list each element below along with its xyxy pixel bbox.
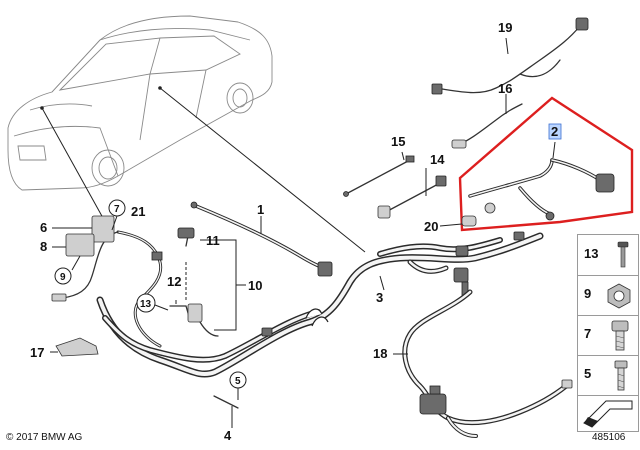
part-21-cable	[51, 230, 163, 348]
fastener-legend: 13 9 7 5	[577, 234, 639, 432]
copyright-text: © 2017 BMW AG	[6, 432, 83, 443]
callout-21[interactable]: 21	[131, 204, 145, 219]
part-1-cable	[190, 201, 333, 277]
legend-row-7[interactable]: 7	[578, 315, 638, 356]
stud-icon	[614, 360, 628, 391]
screw-icon	[611, 320, 629, 351]
callout-20[interactable]: 20	[424, 219, 438, 234]
leader-lines	[50, 37, 556, 428]
callout-3[interactable]: 3	[376, 290, 383, 305]
callout-9-circle	[54, 267, 72, 285]
callout-15[interactable]: 15	[391, 134, 405, 149]
callout-6[interactable]: 6	[40, 220, 47, 235]
callout-16[interactable]: 16	[498, 81, 512, 96]
callout-7-circle	[108, 199, 126, 217]
legend-label-5: 5	[584, 366, 592, 381]
left-bracket-parts	[55, 215, 239, 409]
callout-11[interactable]: 11	[206, 233, 220, 248]
callout-5-circle	[229, 371, 247, 389]
part-2-cable	[461, 158, 615, 227]
callout-1[interactable]: 1	[257, 202, 264, 217]
callout-19[interactable]: 19	[498, 20, 512, 35]
callout-5[interactable]: 5	[235, 376, 241, 387]
callout-14[interactable]: 14	[430, 152, 445, 167]
callout-4[interactable]: 4	[224, 428, 232, 443]
legend-row-9[interactable]: 9	[578, 275, 638, 316]
main-harness	[96, 231, 544, 378]
callout-9[interactable]: 9	[60, 272, 66, 283]
callout-13[interactable]: 13	[140, 299, 152, 310]
callouts: 1 2 3 4 5 6 7 8 9 10 11 12 13 14 15 16 1…	[30, 20, 562, 443]
car-illustration	[7, 15, 273, 191]
bolt-icon	[617, 241, 629, 268]
callout-7[interactable]: 7	[114, 204, 120, 215]
diagram-number: 485106	[592, 432, 626, 443]
callout-12[interactable]: 12	[167, 274, 181, 289]
orientation-arrow-icon	[583, 400, 633, 428]
callout-8[interactable]: 8	[40, 239, 47, 254]
callout-2-highlight	[548, 123, 562, 140]
callout-17[interactable]: 17	[30, 345, 44, 360]
legend-label-7: 7	[584, 326, 592, 341]
callout-2[interactable]: 2	[551, 124, 558, 139]
highlight-frame	[458, 96, 634, 232]
callout-10[interactable]: 10	[248, 278, 262, 293]
legend-row-13[interactable]: 13	[578, 235, 638, 276]
car-leaders	[40, 86, 366, 253]
nut-icon	[607, 283, 631, 309]
legend-label-13: 13	[584, 246, 599, 261]
callout-18[interactable]: 18	[373, 346, 387, 361]
legend-label-9: 9	[584, 286, 592, 301]
legend-row-5[interactable]: 5	[578, 355, 638, 396]
callout-13-circle	[136, 293, 156, 313]
upper-small-parts	[343, 17, 589, 219]
orientation-arrow-cell	[578, 395, 638, 431]
part-18-harness	[402, 289, 573, 438]
